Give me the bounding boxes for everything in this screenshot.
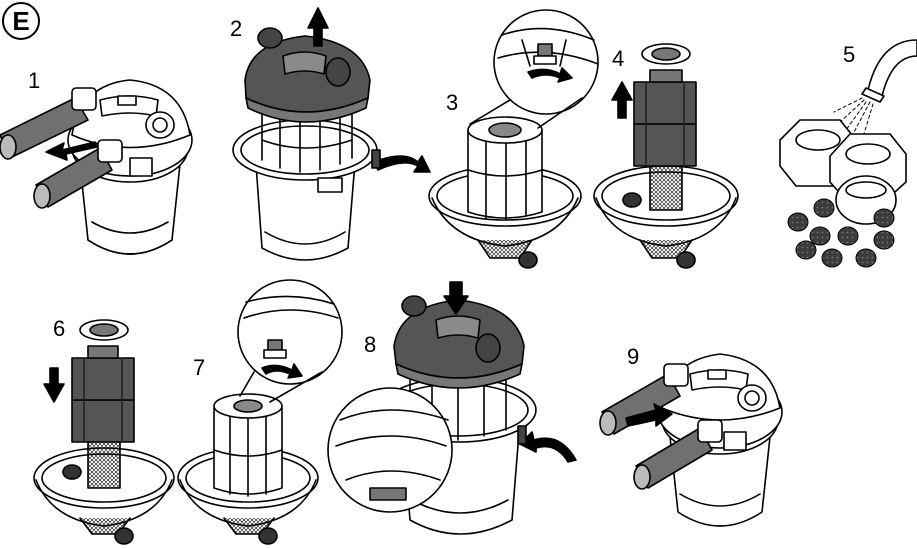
step-number-5: 5 (843, 42, 856, 67)
step-4-illustration (593, 43, 739, 269)
curved-arrow-icon (519, 431, 577, 463)
section-letter: E (12, 5, 30, 36)
step-number-7: 7 (193, 355, 206, 380)
step-number-1: 1 (28, 68, 41, 93)
step-6-illustration (33, 319, 175, 545)
step-number-6: 6 (53, 316, 66, 341)
arrow-icon (43, 367, 65, 403)
arrow-icon (45, 141, 98, 161)
curved-arrow-icon (261, 363, 303, 379)
arrow-icon (443, 281, 469, 315)
curved-arrow-icon (373, 155, 431, 173)
section-badge: E (2, 2, 40, 40)
step-number-4: 4 (612, 46, 625, 71)
step-number-2: 2 (230, 16, 243, 41)
step-number-8: 8 (364, 332, 377, 357)
step-9-illustration (599, 353, 783, 527)
step-8-illustration (327, 281, 577, 535)
step-number-3: 3 (446, 90, 459, 115)
arrow-icon (307, 7, 329, 47)
step-2-illustration (232, 7, 431, 261)
step-1-illustration (0, 79, 193, 255)
arrow-icon (625, 403, 673, 427)
step-5-illustration (779, 39, 917, 268)
step-3-illustration (428, 9, 599, 269)
step-number-9: 9 (627, 344, 640, 369)
arrow-icon (611, 81, 633, 119)
curved-arrow-icon (527, 67, 573, 83)
step-7-illustration (177, 279, 343, 545)
